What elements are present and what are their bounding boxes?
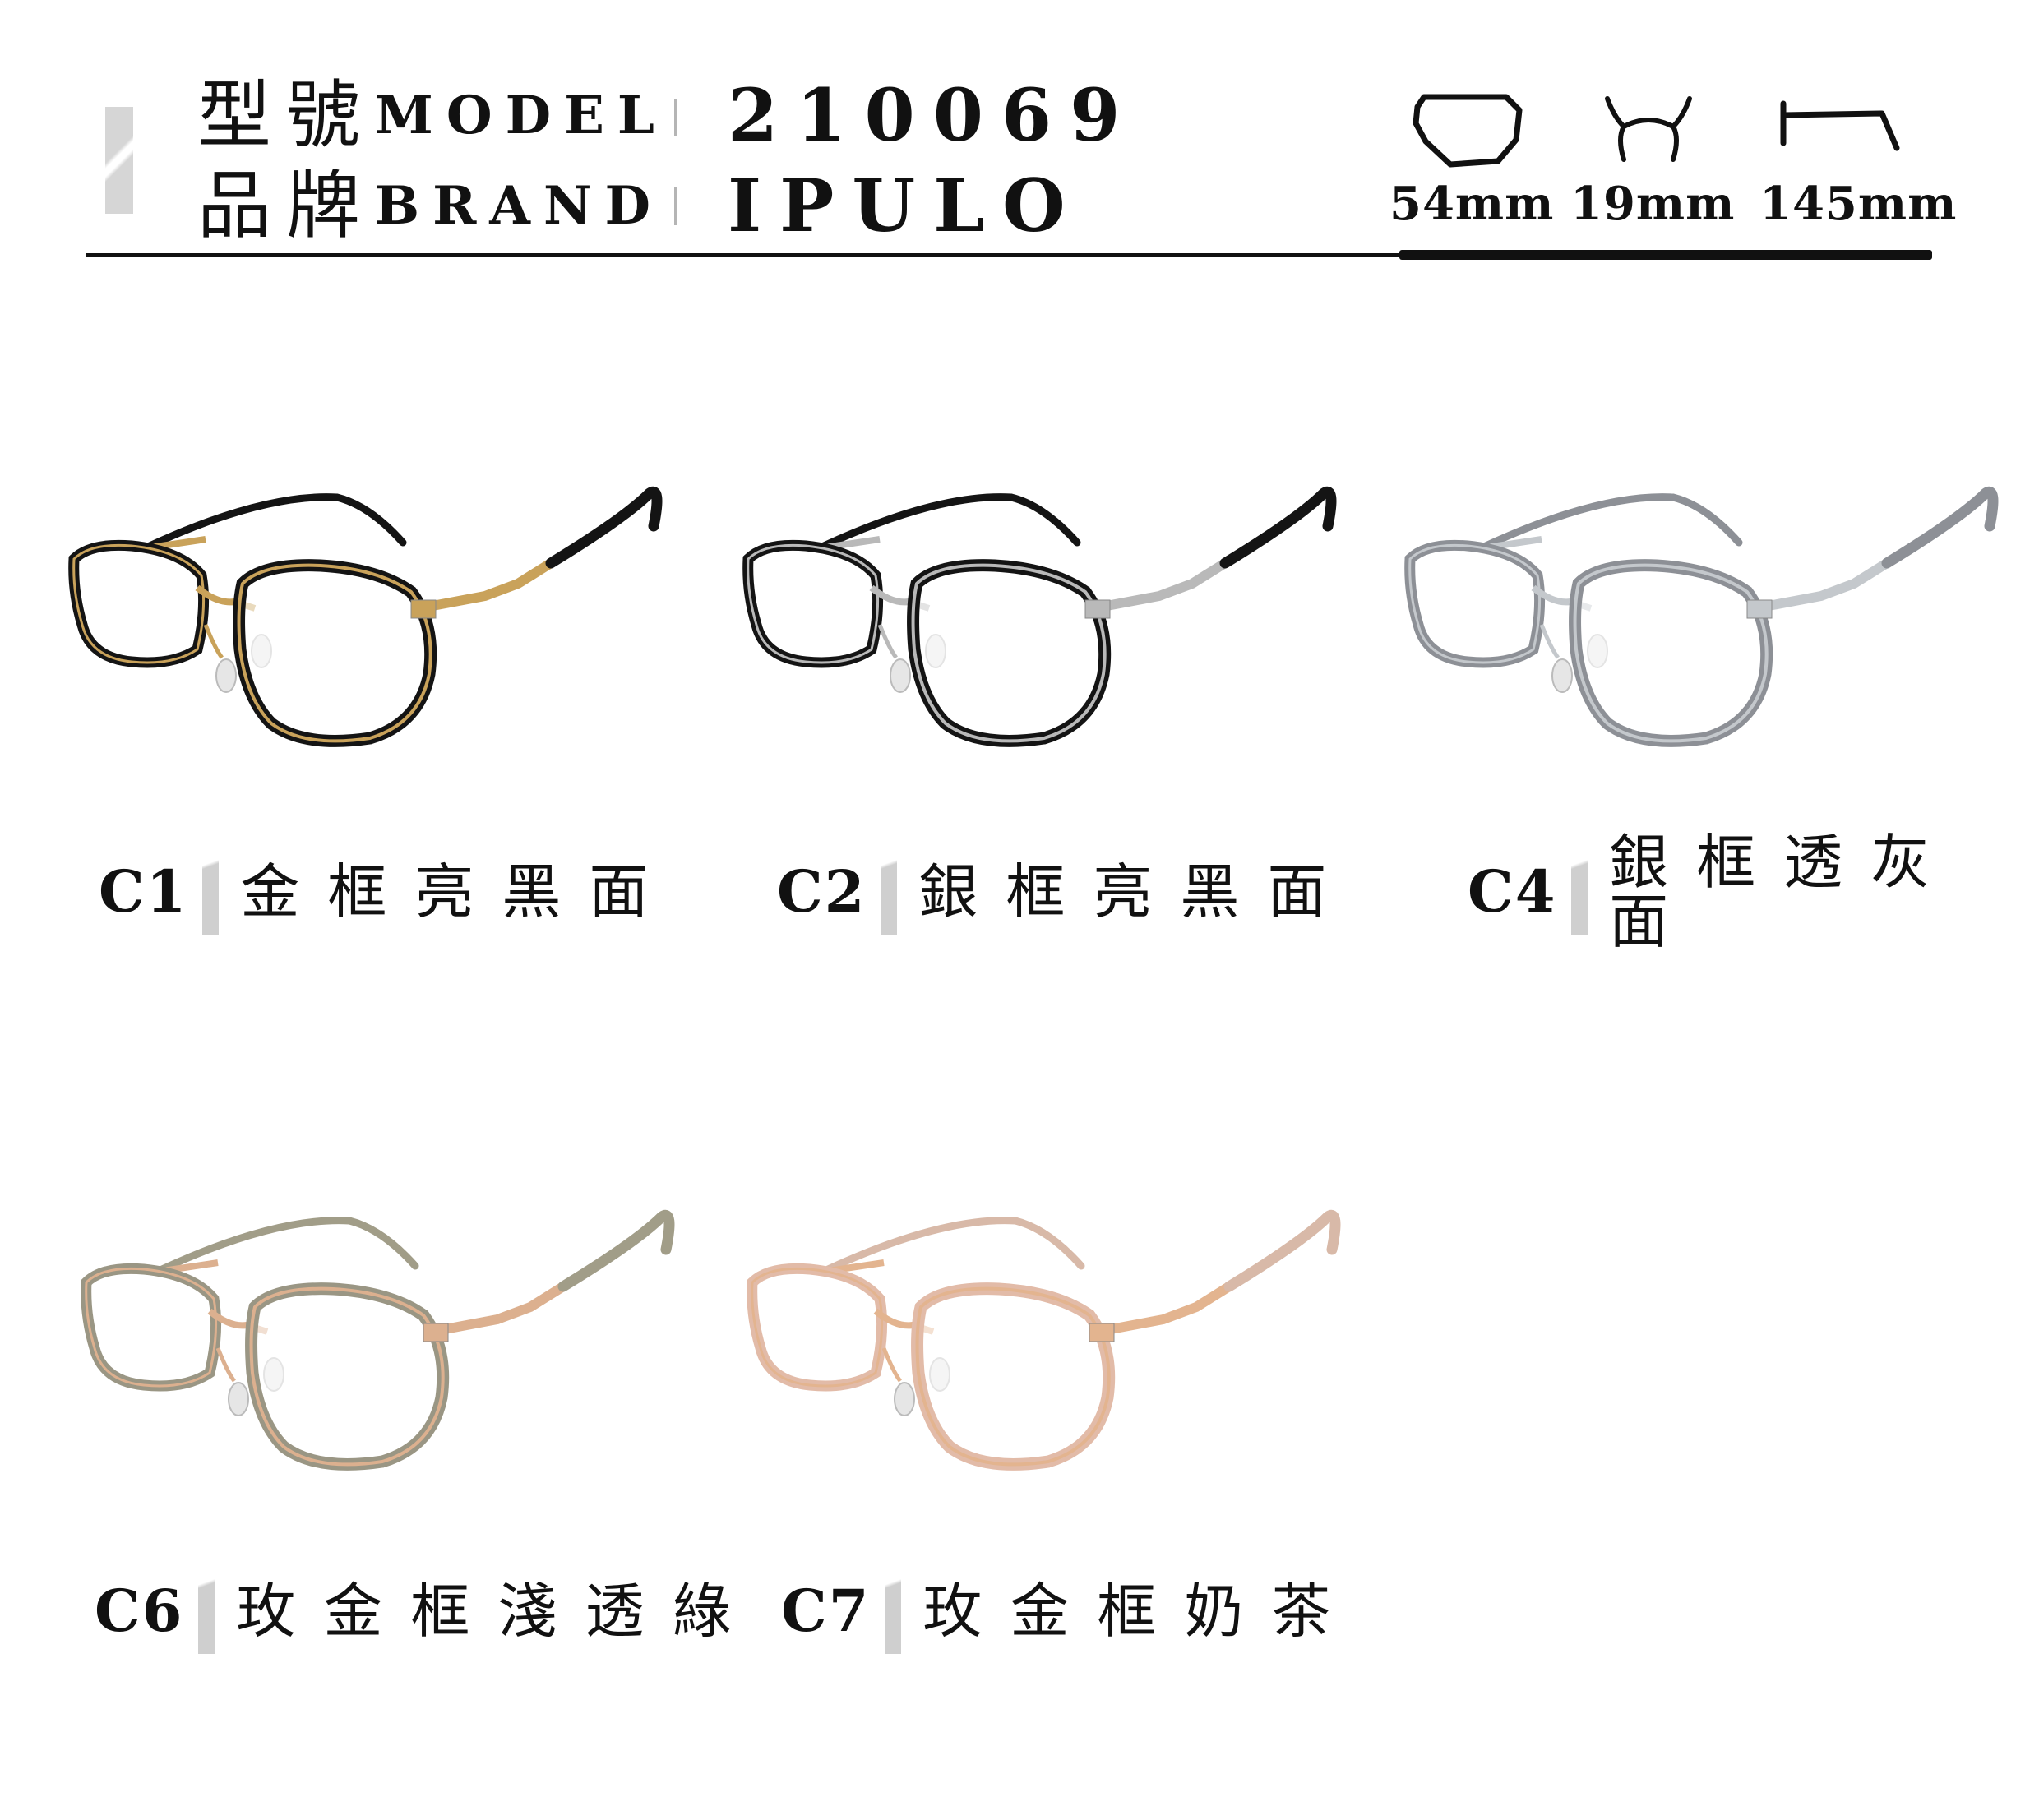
- caption-divider: [885, 1568, 902, 1654]
- right-lens-rim: [233, 559, 437, 747]
- product-image-c6: [81, 1209, 675, 1471]
- product-caption-c7: C7 玫金框奶茶: [781, 1566, 1358, 1656]
- near-temple-tip: [545, 486, 663, 569]
- nose-pad-arm: [1539, 624, 1560, 659]
- left-lens-frame: [85, 1267, 218, 1388]
- nose-pad: [894, 1382, 915, 1416]
- left-lens-frame: [72, 543, 206, 664]
- right-lens-frame: [237, 563, 432, 743]
- product-color-name: 銀框透灰面: [1609, 828, 1958, 956]
- model-label: 型號 MODEL: [197, 71, 668, 161]
- near-temple-tip: [1223, 1209, 1341, 1292]
- left-lens-frame: [751, 1267, 884, 1388]
- hinge-block: [410, 599, 437, 619]
- bridge-width-value: 19mm: [1570, 177, 1736, 231]
- product-caption-c4: C4 銀框透灰面: [1468, 833, 2039, 951]
- temple-length-value: 145mm: [1759, 177, 1958, 231]
- nose-pad-arm: [881, 1347, 903, 1383]
- right-lens-frame: [915, 1286, 1111, 1467]
- caption-divider: [202, 849, 220, 935]
- right-lens-rim: [245, 1282, 450, 1471]
- right-lens-frame: [1573, 563, 1769, 743]
- near-temple-tip: [1219, 486, 1337, 569]
- product-caption-c1: C1 金框亮黑面: [99, 847, 676, 937]
- nose-pad-arm: [877, 624, 899, 659]
- product-image-c2: [742, 486, 1337, 747]
- hinge-block: [1084, 599, 1111, 619]
- left-lens-frame: [1408, 543, 1542, 664]
- product-color-name: 玫金框奶茶: [922, 1577, 1359, 1646]
- dimension-lens-width: 54mm: [1389, 90, 1555, 231]
- far-temple: [822, 1217, 1085, 1274]
- model-label-en: MODEL: [375, 85, 668, 146]
- product-color-name: 金框亮黑面: [240, 857, 677, 926]
- model-label-cjk: 型號: [197, 72, 375, 159]
- product-caption-c6: C6 玫金框淺透綠: [95, 1566, 759, 1656]
- model-separator: [674, 99, 677, 136]
- near-temple-metal: [1750, 558, 1892, 613]
- near-temple-tip: [1881, 486, 1999, 569]
- brand-label: 品牌 BRAND: [197, 161, 663, 252]
- product-code: C2: [777, 857, 867, 926]
- header-accent-bar: [105, 107, 133, 214]
- nose-pad-arm: [215, 1347, 237, 1383]
- right-lens-rim: [911, 1282, 1116, 1471]
- nose-pad: [215, 658, 237, 693]
- far-temple: [156, 1217, 419, 1274]
- product-code: C7: [781, 1577, 871, 1645]
- product-color-name: 銀框亮黑面: [918, 857, 1355, 926]
- hinge-block: [1746, 599, 1773, 619]
- far-temple: [144, 493, 407, 551]
- product-code: C4: [1468, 857, 1557, 926]
- product-color-name: 玫金框淺透綠: [236, 1577, 760, 1646]
- right-lens-rim: [907, 559, 1112, 747]
- near-temple-metal: [414, 558, 556, 613]
- nose-pad: [228, 1382, 249, 1416]
- brand-separator: [674, 187, 677, 225]
- right-lens-frame: [911, 563, 1107, 743]
- left-lens-frame: [747, 543, 880, 664]
- lens-width-value: 54mm: [1389, 177, 1555, 231]
- brand-value: IPULO: [728, 163, 1084, 248]
- product-code: C1: [99, 857, 188, 926]
- nose-pad: [890, 658, 911, 693]
- temple-length-icon: [1780, 100, 1900, 151]
- brand-label-en: BRAND: [375, 175, 663, 237]
- near-temple-metal: [1093, 1282, 1234, 1337]
- brand-label-cjk: 品牌: [197, 163, 375, 249]
- caption-divider: [1571, 849, 1588, 935]
- nose-pad: [1551, 658, 1573, 693]
- product-code: C6: [95, 1577, 184, 1645]
- lens-width-icon: [1413, 94, 1523, 168]
- product-image-c1: [68, 486, 663, 747]
- nose-pad-arm: [203, 624, 224, 659]
- header-divider-accent: [1399, 250, 1932, 260]
- dimension-bridge-width: 19mm: [1570, 90, 1736, 231]
- right-lens-frame: [249, 1286, 445, 1467]
- caption-divider: [198, 1568, 215, 1654]
- product-image-c4: [1404, 486, 1999, 747]
- product-caption-c2: C2 銀框亮黑面: [777, 847, 1354, 937]
- far-temple: [1480, 493, 1743, 551]
- right-lens-rim: [1569, 559, 1773, 747]
- dimension-temple-length: 145mm: [1759, 90, 1958, 231]
- model-value: 210069: [728, 72, 1139, 158]
- far-temple: [818, 493, 1081, 551]
- hinge-block: [423, 1323, 449, 1342]
- product-image-c7: [747, 1209, 1341, 1471]
- near-temple-metal: [1089, 558, 1230, 613]
- caption-divider: [881, 849, 898, 935]
- header-divider: [86, 253, 1401, 257]
- near-temple-tip: [557, 1209, 675, 1292]
- hinge-block: [1089, 1323, 1115, 1342]
- near-temple-metal: [427, 1282, 568, 1337]
- bridge-width-icon: [1605, 96, 1692, 162]
